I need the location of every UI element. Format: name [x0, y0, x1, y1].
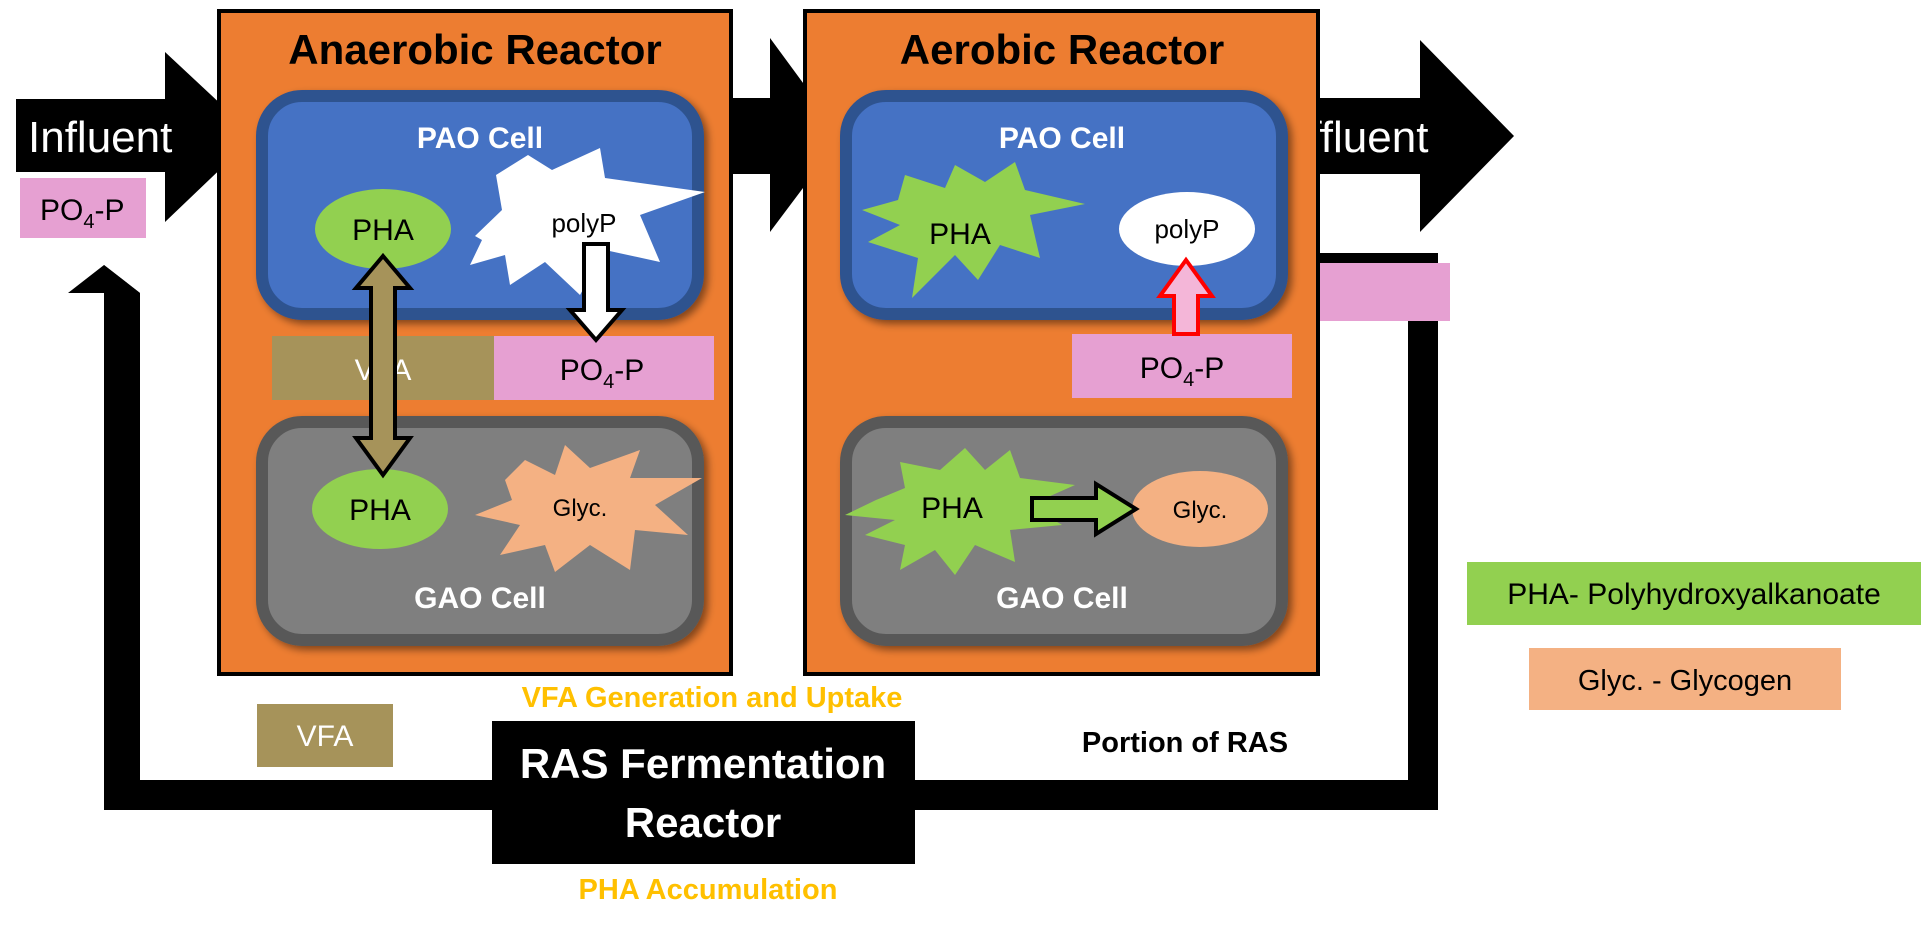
- aerobic-title: Aerobic Reactor: [900, 26, 1224, 73]
- anaerobic-pao-pha: [315, 189, 451, 269]
- svg-text:PHA: PHA: [929, 218, 991, 251]
- anaerobic-pao-cell: PAO Cell PHA polyP: [256, 90, 705, 320]
- anaerobic-gao-glyc: [475, 445, 702, 572]
- ras-bottom-note: PHA Accumulation: [579, 874, 838, 906]
- anaerobic-reactor: Anaerobic Reactor PAO Cell PHA polyP PHA…: [217, 9, 733, 676]
- anaerobic-title: Anaerobic Reactor: [288, 26, 661, 73]
- ras-right-riser: [1408, 253, 1438, 810]
- svg-text:Glyc.: Glyc.: [553, 495, 608, 522]
- ras-return-arrowhead-left: [68, 265, 140, 293]
- portion-of-ras-label: Portion of RAS: [1082, 727, 1288, 759]
- svg-text:PO4-P: PO4-P: [1140, 352, 1224, 391]
- legend: PHA- Polyhydroxyalkanoate Glyc. - Glycog…: [1467, 562, 1921, 710]
- aerobic-po4-bar: [1072, 334, 1292, 398]
- svg-text:PHA: PHA: [352, 214, 414, 247]
- svg-text:Reactor: Reactor: [625, 799, 781, 846]
- ras-fermentation-reactor: RAS Fermentation Reactor: [492, 721, 915, 864]
- aerobic-reactor: Aerobic Reactor PAO Cell PHA polyP PO4-P…: [803, 9, 1320, 676]
- influent-label: Influent: [28, 113, 172, 162]
- aerobic-gao-glyc: [1132, 471, 1268, 547]
- legend-glyc: [1529, 648, 1841, 710]
- aerobic-gao-pha: [845, 448, 1075, 575]
- svg-text:PO4-P: PO4-P: [40, 194, 124, 233]
- ras-vfa-badge: [257, 704, 393, 767]
- svg-text:Glyc.: Glyc.: [1173, 497, 1228, 524]
- svg-text:PHA: PHA: [921, 492, 983, 525]
- svg-text:polyP: polyP: [551, 208, 616, 238]
- influent-arrow: Influent: [16, 52, 255, 222]
- anaerobic-gao-label: GAO Cell: [414, 582, 546, 615]
- anaerobic-gao-pha: [312, 469, 448, 549]
- svg-text:RAS Fermentation: RAS Fermentation: [520, 740, 886, 787]
- svg-text:VFA: VFA: [297, 720, 354, 753]
- legend-pha: [1467, 562, 1921, 625]
- effluent-po4-marker: [1312, 263, 1450, 321]
- aerobic-gao-conversion-arrow: [1030, 480, 1140, 538]
- aerobic-po4-uptake-arrow: [1156, 256, 1216, 336]
- anaerobic-po4-bar: [494, 336, 714, 400]
- ras-top-note: VFA Generation and Uptake: [522, 682, 903, 714]
- anaerobic-po4-release-arrow: [565, 242, 627, 344]
- aerobic-gao-cell: PHA Glyc. GAO Cell: [840, 416, 1288, 646]
- aerobic-pao-polyp: [1119, 192, 1255, 266]
- anaerobic-pao-label: PAO Cell: [417, 122, 543, 155]
- svg-text:PHA- Polyhydroxyalkanoate: PHA- Polyhydroxyalkanoate: [1507, 578, 1881, 611]
- transfer-arrow: [712, 38, 842, 232]
- anaerobic-vfa-double-arrow: [351, 252, 415, 479]
- svg-text:PO4-P: PO4-P: [560, 354, 644, 393]
- anaerobic-pao-polyp: [470, 148, 705, 295]
- influent-po4-badge: PO4-P: [20, 178, 146, 238]
- svg-text:polyP: polyP: [1154, 214, 1219, 244]
- svg-text:PHA: PHA: [349, 494, 411, 527]
- aerobic-pao-label: PAO Cell: [999, 122, 1125, 155]
- ras-return-arrow-up: [104, 293, 140, 810]
- anaerobic-gao-cell: PHA Glyc. GAO Cell: [256, 416, 704, 646]
- aerobic-pao-pha: [862, 162, 1085, 298]
- aerobic-pao-cell: PAO Cell PHA polyP: [840, 90, 1288, 320]
- aerobic-gao-label: GAO Cell: [996, 582, 1128, 615]
- svg-text:Glyc. - Glycogen: Glyc. - Glycogen: [1578, 665, 1792, 697]
